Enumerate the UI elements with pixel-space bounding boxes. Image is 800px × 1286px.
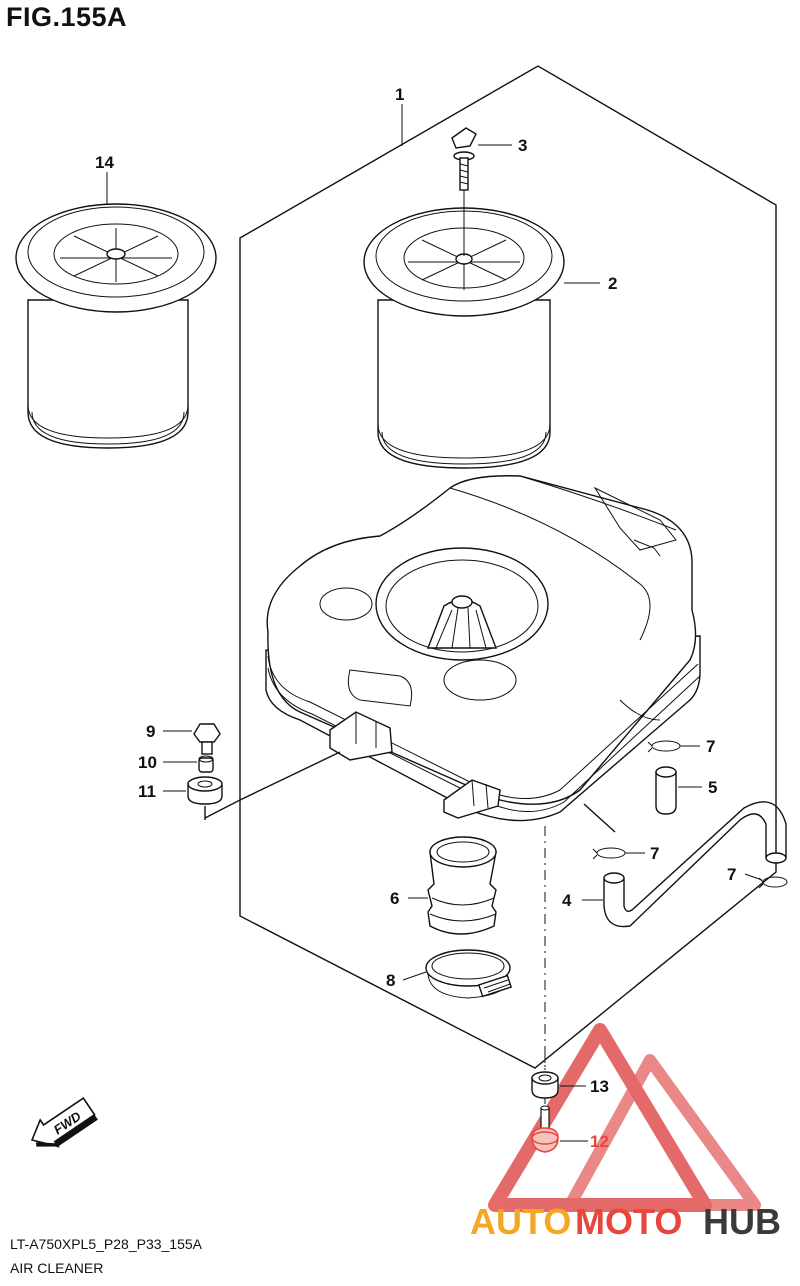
watermark-text-auto: AUTO [470, 1201, 571, 1242]
watermark-text-moto: MOTO [575, 1201, 682, 1242]
figure-title: FIG.155A [6, 2, 128, 32]
part-7-clamp-right [758, 876, 788, 889]
watermark-logo [488, 1023, 761, 1212]
figure-name: AIR CLEANER [10, 1260, 104, 1276]
watermark-text-hub: HUB [703, 1201, 781, 1242]
fwd-arrow-icon: FWD [30, 1097, 98, 1148]
part-5-short-hose [655, 766, 677, 815]
callout-7-upper: 7 [706, 737, 715, 756]
callout-2: 2 [608, 274, 617, 293]
part-14-filter-element [15, 203, 217, 449]
callout-4: 4 [562, 891, 572, 910]
figure-code: LT-A750XPL5_P28_P33_155A [10, 1236, 203, 1252]
callout-14: 14 [95, 153, 114, 172]
callout-1: 1 [395, 85, 404, 104]
part-11-grommet [187, 776, 223, 805]
callout-leaders [106, 104, 763, 1142]
part-13-drain-cap [531, 1071, 559, 1099]
leader-hose-case [583, 803, 616, 833]
part-1-air-cleaner-case [265, 475, 701, 822]
part-7-clamp-upper [647, 740, 681, 753]
callout-5: 5 [708, 778, 717, 797]
callout-9: 9 [146, 722, 155, 741]
callout-13: 13 [590, 1077, 609, 1096]
callout-10: 10 [138, 753, 157, 772]
part-12-drain-plug [531, 1105, 559, 1153]
part-3-wing-bolt [451, 127, 477, 256]
callout-7-middle: 7 [650, 844, 659, 863]
part-6-outlet-boot [427, 836, 497, 935]
callout-7-right: 7 [727, 865, 736, 884]
callout-6: 6 [390, 889, 399, 908]
part-2-filter-element [363, 207, 565, 469]
callout-3: 3 [518, 136, 527, 155]
assembly-boundary [239, 65, 777, 1069]
part-9-bolt [193, 723, 221, 755]
leader-grommet [204, 751, 341, 819]
part-4-breather-hose [603, 801, 787, 928]
watermark-text: AUTO MOTO HUB [470, 1201, 781, 1242]
part-8-hose-clamp [425, 949, 513, 999]
callout-12: 12 [590, 1132, 609, 1151]
part-10-collar [198, 755, 214, 773]
callout-11: 11 [138, 782, 156, 801]
part-7-clamp-middle [592, 847, 626, 860]
callout-8: 8 [386, 971, 395, 990]
